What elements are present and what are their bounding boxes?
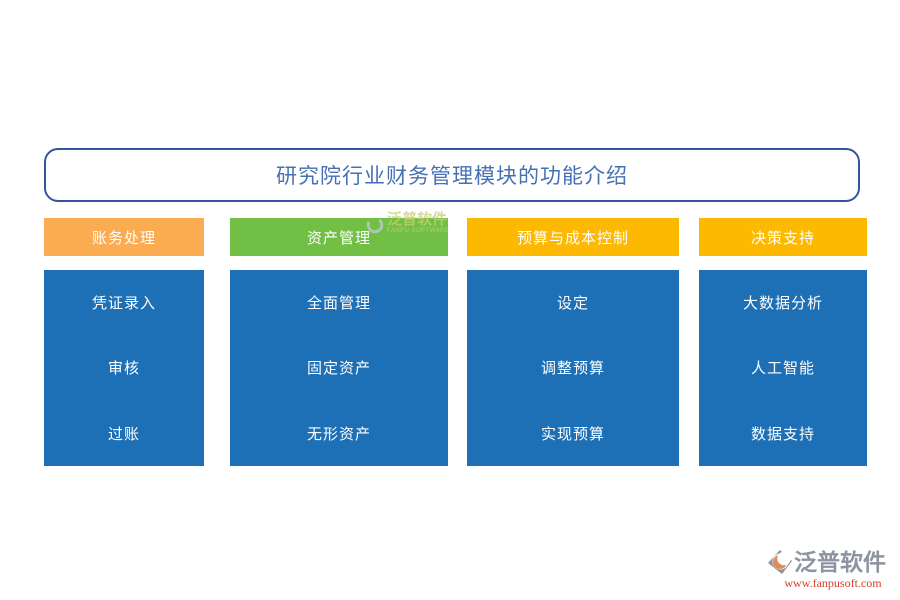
column-body-budget: 设定 调整预算 实现预算 [467,270,679,466]
feature-item: 审核 [107,361,140,378]
feature-item: 过账 [107,426,140,443]
column-body-assets: 全面管理 固定资产 无形资产 [230,270,448,466]
column-budget: 预算与成本控制 设定 调整预算 实现预算 [467,218,679,466]
fanpu-logo: 泛普软件 www.fanpusoft.com [768,550,898,591]
column-body-decision: 大数据分析 人工智能 数据支持 [699,270,867,466]
column-header-assets: 资产管理 [230,218,448,256]
column-header-label: 决策支持 [750,230,815,247]
feature-item: 数据支持 [750,426,815,443]
title-banner: 研究院行业财务管理模块的功能介绍 [44,148,860,202]
feature-item: 凭证录入 [91,296,156,313]
fanpu-logo-text: 泛普软件 [794,548,886,575]
column-body-accounting: 凭证录入 审核 过账 [44,270,204,466]
column-assets: 资产管理 全面管理 固定资产 无形资产 [230,218,448,466]
column-header-budget: 预算与成本控制 [467,218,679,256]
feature-item: 人工智能 [750,361,815,378]
fanpu-logo-url: www.fanpusoft.com [784,576,882,590]
feature-item: 固定资产 [306,361,371,378]
feature-item: 大数据分析 [742,296,823,313]
feature-item: 无形资产 [306,426,371,443]
feature-item: 实现预算 [540,426,605,443]
feature-item: 调整预算 [540,361,605,378]
column-decision: 决策支持 大数据分析 人工智能 数据支持 [699,218,867,466]
fanpu-logo-icon [768,550,792,574]
column-header-decision: 决策支持 [699,218,867,256]
column-header-label: 预算与成本控制 [516,230,629,247]
column-header-accounting: 账务处理 [44,218,204,256]
feature-item: 全面管理 [306,296,371,313]
column-header-label: 账务处理 [91,230,156,247]
column-accounting: 账务处理 凭证录入 审核 过账 [44,218,204,466]
feature-item: 设定 [556,296,589,313]
column-header-label: 资产管理 [306,230,371,247]
page-title: 研究院行业财务管理模块的功能介绍 [276,164,628,188]
